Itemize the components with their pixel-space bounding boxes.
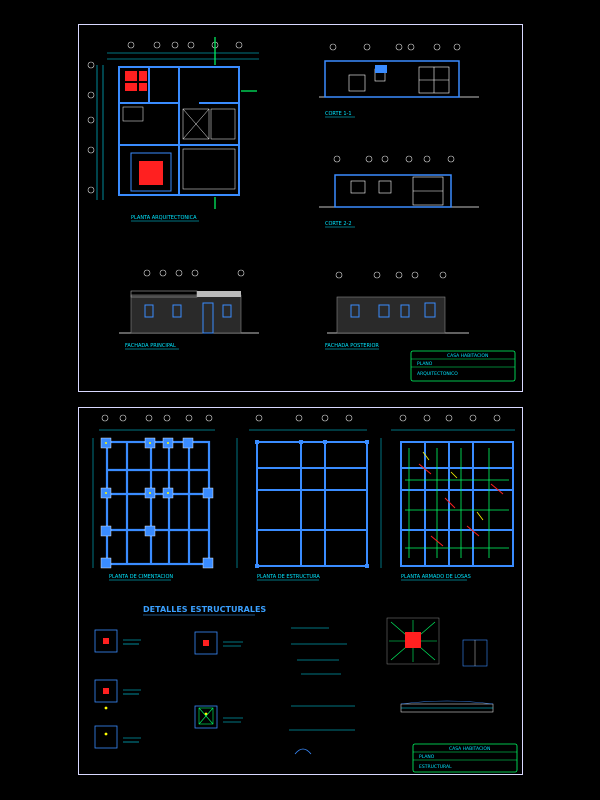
title-block-bottom-header: CASA HABITACION	[449, 746, 490, 752]
facade-main-label: FACHADA PRINCIPAL	[125, 343, 176, 349]
floor-plan-label: PLANTA ARQUITECTONICA	[131, 215, 197, 221]
structural-drawing: PLANTA DE CIMENTACION	[92, 414, 518, 773]
section-2-label: CORTE 2-2	[325, 221, 352, 227]
reinforcement-label: PLANTA ARMADO DE LOSAS	[401, 574, 471, 580]
section-1-drawing: CORTE 1-1	[319, 43, 479, 118]
facade-rear-label: FACHADA POSTERIOR	[325, 343, 379, 349]
foundation-plan: PLANTA DE CIMENTACION	[92, 414, 215, 581]
foundation-label: PLANTA DE CIMENTACION	[109, 574, 173, 580]
section-2-drawing: CORTE 2-2	[319, 155, 479, 228]
title-block-top-row-value: ARQUITECTONICO	[417, 371, 458, 377]
slab-reinforcement-plan: PLANTA ARMADO DE LOSAS	[380, 414, 515, 581]
facade-rear-drawing: FACHADA POSTERIOR	[325, 271, 469, 350]
slab-detail	[386, 617, 488, 667]
structure-label: PLANTA DE ESTRUCTURA	[257, 574, 320, 580]
title-block-bottom-row-value: ESTRUCTURAL	[419, 764, 452, 770]
title-block-bottom-row-label: PLANO	[419, 754, 435, 760]
title-block-top-header: CASA HABITACION	[447, 353, 488, 359]
details-title: DETALLES ESTRUCTURALES	[143, 605, 266, 614]
structural-sheet: PLANTA DE CIMENTACION	[78, 407, 523, 775]
facade-main-drawing: FACHADA PRINCIPAL	[119, 269, 259, 350]
section-1-label: CORTE 1-1	[325, 111, 352, 117]
floor-plan: PLANTA ARQUITECTONICA	[87, 37, 259, 222]
structure-plan: PLANTA DE ESTRUCTURA	[236, 414, 369, 581]
structural-details: DETALLES ESTRUCTURALES	[94, 605, 518, 773]
title-block-top: CASA HABITACION PLANO ARQUITECTONICO	[410, 350, 516, 382]
architectural-sheet: PLANTA ARQUITECTONICA CORTE 1-1	[78, 24, 523, 392]
title-block-top-row-label: PLANO	[417, 361, 433, 367]
beam-detail	[400, 700, 494, 713]
title-block-bottom: CASA HABITACION PLANO ESTRUCTURAL	[412, 743, 518, 773]
architectural-drawing: PLANTA ARQUITECTONICA CORTE 1-1	[87, 37, 516, 382]
